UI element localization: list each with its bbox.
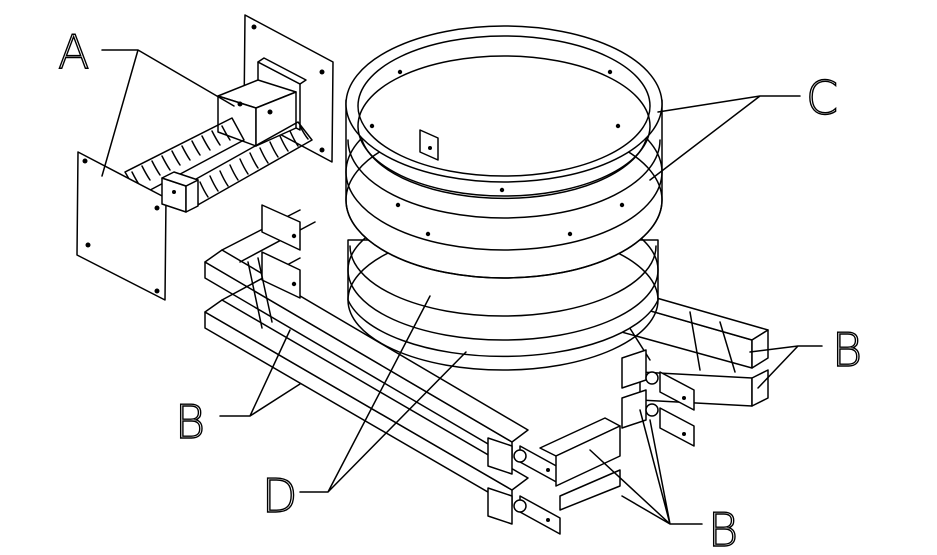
- front-plate: [76, 151, 167, 301]
- label-a: A: [58, 25, 89, 79]
- busbar-frame-left: [204, 204, 621, 535]
- ring-stack: [345, 25, 663, 371]
- terminal-lug-right: [659, 371, 695, 411]
- screw-clamp-assembly: [76, 14, 334, 301]
- label-d: D: [262, 469, 297, 523]
- lower-ring: [347, 239, 659, 358]
- label-c: C: [806, 71, 838, 125]
- label-b-left: B: [175, 395, 205, 449]
- label-b-bottom: B: [708, 503, 738, 555]
- leader-lines: [101, 49, 823, 525]
- frame-tab: [261, 204, 301, 251]
- label-b-right: B: [832, 323, 862, 377]
